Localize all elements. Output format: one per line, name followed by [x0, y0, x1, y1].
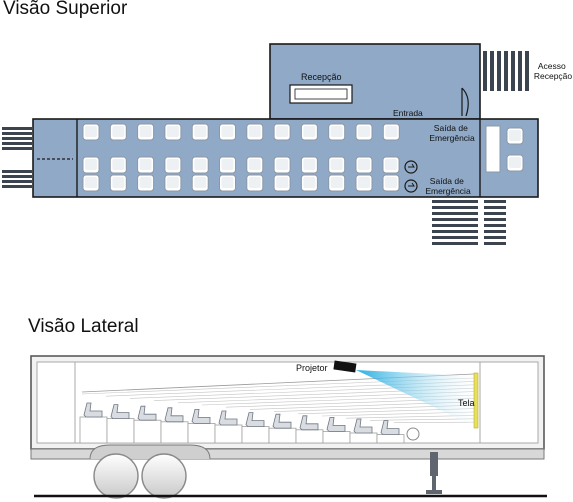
- stage-screen-area: [485, 125, 501, 173]
- seat: [273, 123, 291, 141]
- screen-label: Tela: [458, 398, 475, 408]
- seat: [273, 174, 291, 192]
- floor-step: [133, 419, 162, 444]
- emergency-exit-label-lower: Saída de Emergência: [425, 176, 471, 196]
- seat: [219, 174, 236, 192]
- stepped-floor: [79, 402, 420, 444]
- emergency-exit-label-upper: Saída de Emergência: [429, 123, 475, 143]
- seat: [246, 123, 264, 141]
- floor-step: [268, 427, 297, 444]
- seat: [246, 156, 264, 174]
- top-view-title: Visão Superior: [3, 0, 128, 19]
- floor-step: [214, 424, 243, 444]
- seat: [382, 174, 400, 192]
- seat: [109, 123, 127, 141]
- seat: [382, 156, 400, 174]
- floor-step: [295, 429, 324, 444]
- floor-step: [106, 418, 135, 444]
- reception-access-stairs: [483, 51, 529, 91]
- floor-step: [349, 432, 378, 444]
- top-view-plan: Recepção Entrada Saída de Emergência Saí…: [2, 43, 573, 245]
- access-reception-label: Acesso Recepção: [534, 61, 573, 81]
- reception-desk: [289, 84, 353, 104]
- projection-beam: [356, 370, 474, 426]
- left-stairs-upper: [2, 127, 32, 150]
- wheel-front: [93, 453, 139, 499]
- entrance-label: Entrada: [393, 108, 423, 118]
- seat: [355, 174, 373, 192]
- seat: [300, 174, 318, 192]
- seat: [109, 156, 127, 174]
- sightline: [369, 418, 475, 421]
- seat: [82, 156, 100, 174]
- emergency-exit-icon: [404, 160, 418, 174]
- seat: [191, 174, 209, 192]
- floor-step: [79, 416, 108, 444]
- landing-gear: [426, 452, 442, 494]
- wheel-rear: [141, 453, 187, 499]
- floor-step: [322, 430, 351, 444]
- seat: [82, 123, 100, 141]
- side-view-section: Projetor Tela: [30, 355, 547, 499]
- left-stairs-lower: [2, 170, 32, 188]
- seat: [382, 123, 400, 141]
- emergency-stairs-left: [432, 200, 478, 245]
- seat: [109, 174, 127, 192]
- projector: [333, 360, 357, 373]
- seat: [219, 156, 236, 174]
- floor-step: [241, 426, 270, 444]
- reception-label: Recepção: [301, 72, 342, 82]
- seat: [137, 174, 155, 192]
- seat: [191, 156, 209, 174]
- floor-step: [160, 421, 189, 444]
- seat: [137, 123, 155, 141]
- projection-screen: [473, 372, 479, 429]
- seat: [82, 174, 100, 192]
- projector-label: Projetor: [296, 363, 328, 373]
- seat: [300, 156, 318, 174]
- emergency-exit-icon: [404, 179, 418, 193]
- side-view-title: Visão Lateral: [28, 316, 139, 337]
- seat: [328, 123, 346, 141]
- seat: [137, 156, 155, 174]
- seat: [164, 156, 182, 174]
- seat: [164, 123, 182, 141]
- seat: [355, 123, 373, 141]
- seat: [328, 174, 346, 192]
- seat: [219, 123, 236, 141]
- seat: [355, 156, 373, 174]
- emergency-stairs-right: [484, 200, 506, 245]
- floor-step: [376, 434, 405, 444]
- seat: [246, 174, 264, 192]
- seat: [300, 123, 318, 141]
- seat: [273, 156, 291, 174]
- seat: [164, 174, 182, 192]
- seat: [191, 123, 209, 141]
- trailer-chassis: [30, 448, 545, 460]
- reception-room: [269, 43, 481, 120]
- front-speaker: [406, 427, 420, 441]
- entrance-door: [461, 87, 469, 117]
- floor-step: [187, 422, 216, 444]
- seat: [328, 156, 346, 174]
